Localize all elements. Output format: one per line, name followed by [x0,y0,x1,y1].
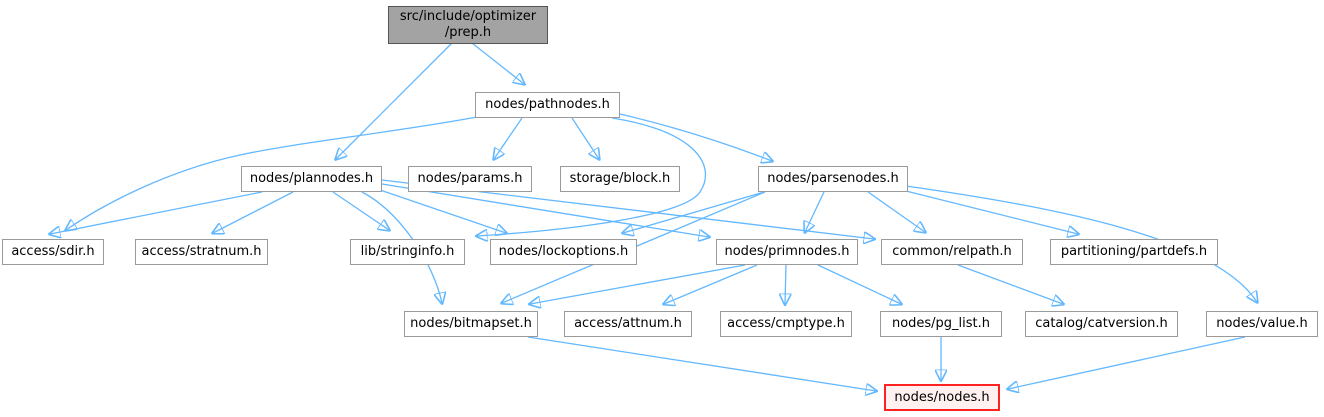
node-nodes-lockoptions-h[interactable]: nodes/lockoptions.h [490,239,637,265]
node-nodes-parsenodes-h[interactable]: nodes/parsenodes.h [758,166,908,192]
edge-primnodes-to-bitmapset [530,264,746,304]
node-nodes-value-h[interactable]: nodes/value.h [1206,311,1318,337]
edge-prep-to-plannodes [336,42,453,159]
node-nodes-pg-list-h[interactable]: nodes/pg_list.h [880,311,1002,337]
node-nodes-bitmapset-h[interactable]: nodes/bitmapset.h [404,311,538,337]
node-nodes-nodes-h[interactable]: nodes/nodes.h [884,384,1000,411]
edge-pathnodes-to-sdir [66,116,478,230]
edge-pathnodes-to-params [494,117,523,159]
edge-plannodes-to-primnodes [381,183,709,237]
edge-pathnodes-to-parsenodes [619,113,772,161]
edge-pathnodes-to-block [571,117,599,159]
edge-value-to-nodes [1008,336,1246,389]
node-nodes-pathnodes-h[interactable]: nodes/pathnodes.h [475,92,620,118]
edge-prep-to-pathnodes [471,42,524,84]
edge-plannodes-to-stratnum [213,191,294,233]
edge-plannodes-to-stringinfo [332,191,389,230]
edge-primnodes-to-attnum [664,264,758,304]
node-storage-block-h[interactable]: storage/block.h [560,166,680,192]
edge-parsenodes-to-lockoptions [623,191,765,233]
node-src-include-optimizer-prep-h: src/include/optimizer /prep.h [388,6,548,44]
edge-parsenodes-to-relpath [867,191,925,232]
node-access-cmptype-h[interactable]: access/cmptype.h [720,311,852,337]
edge-parsenodes-to-primnodes [805,191,825,232]
node-access-stratnum-h[interactable]: access/stratnum.h [135,239,268,265]
node-partitioning-partdefs-h[interactable]: partitioning/partdefs.h [1050,239,1218,265]
node-lib-stringinfo-h[interactable]: lib/stringinfo.h [350,239,465,265]
node-catalog-catversion-h[interactable]: catalog/catversion.h [1025,311,1178,337]
edge-primnodes-to-pg_list [817,264,901,304]
edge-primnodes-to-cmptype [785,264,786,304]
node-access-sdir-h[interactable]: access/sdir.h [2,239,104,265]
node-common-relpath-h[interactable]: common/relpath.h [881,239,1023,265]
edge-parsenodes-to-value [905,185,1257,302]
edge-plannodes-to-lockoptions [379,189,506,233]
node-access-attnum-h[interactable]: access/attnum.h [564,311,692,337]
edge-bitmapset-to-nodes [527,336,876,391]
node-nodes-plannodes-h[interactable]: nodes/plannodes.h [241,166,382,192]
edge-plannodes-to-sdir [50,191,263,234]
node-nodes-primnodes-h[interactable]: nodes/primnodes.h [716,239,858,265]
node-nodes-params-h[interactable]: nodes/params.h [408,166,532,192]
edge-parsenodes-to-partdefs [901,189,1078,234]
edge-relpath-to-catversion [957,264,1063,304]
edge-pathnodes-to-stringinfo [477,117,707,236]
